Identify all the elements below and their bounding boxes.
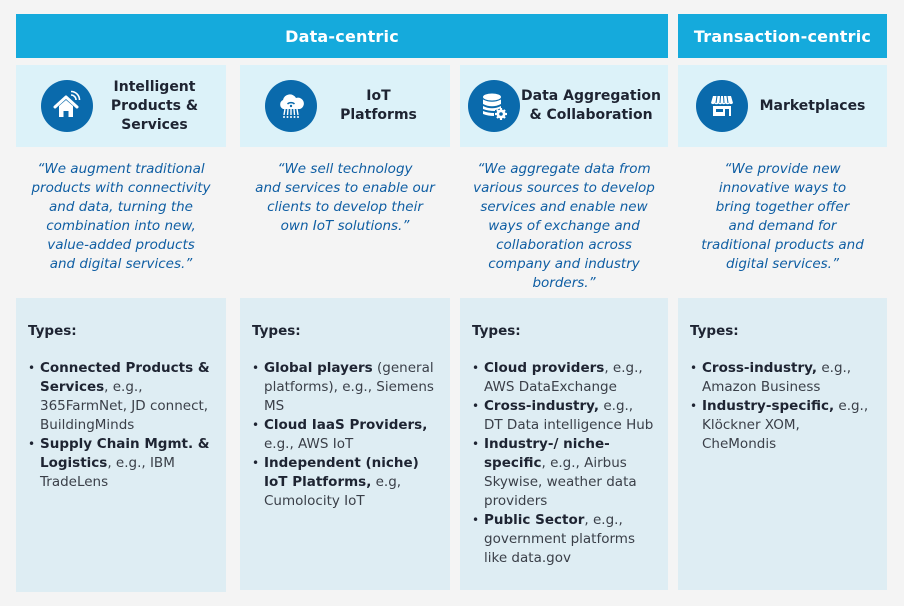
types-heading: Types: bbox=[690, 323, 739, 339]
types-heading: Types: bbox=[28, 323, 77, 339]
column-title: Marketplaces bbox=[759, 97, 866, 114]
column-quote: “We aggregate data from various sources … bbox=[473, 161, 655, 291]
list-item: Connected Products & Services, e.g., 365… bbox=[28, 359, 214, 435]
types-card: Types: Cloud providers, e.g., AWS DataEx… bbox=[460, 298, 668, 590]
header-card-iot-platforms: IoT Platforms bbox=[240, 65, 450, 147]
column-quote: “We provide new innovative ways to bring… bbox=[701, 161, 864, 272]
types-card: Types: Global players (general platforms… bbox=[240, 298, 450, 590]
types-list: Cloud providers, e.g., AWS DataExchange … bbox=[472, 359, 656, 568]
list-item: Global players (general platforms), e.g.… bbox=[252, 359, 438, 416]
list-item: Cross-industry, e.g., DT Data intelligen… bbox=[472, 397, 656, 435]
column-title: IoT Platforms bbox=[340, 88, 417, 123]
list-item: Cloud providers, e.g., AWS DataExchange bbox=[472, 359, 656, 397]
list-item: Public Sector, e.g., government platform… bbox=[472, 511, 656, 568]
list-item: Industry-/ niche-specific, e.g., Airbus … bbox=[472, 435, 656, 511]
list-item: Independent (niche) IoT Platforms, e.g, … bbox=[252, 454, 438, 511]
header-card-data-aggregation: Data Aggregation & Collaboration bbox=[460, 65, 668, 147]
database-gear-icon bbox=[468, 80, 520, 132]
column-title: Intelligent Products & Services bbox=[110, 78, 199, 133]
types-card: Types: Cross-industry, e.g., Amazon Busi… bbox=[678, 298, 887, 590]
storefront-icon bbox=[696, 80, 748, 132]
types-list: Cross-industry, e.g., Amazon Business In… bbox=[690, 359, 875, 454]
types-list: Global players (general platforms), e.g.… bbox=[252, 359, 438, 511]
list-item: Cross-industry, e.g., Amazon Business bbox=[690, 359, 875, 397]
types-heading: Types: bbox=[252, 323, 301, 339]
types-heading: Types: bbox=[472, 323, 521, 339]
list-item: Cloud IaaS Providers, e.g., AWS IoT bbox=[252, 416, 438, 454]
column-quote: “We sell technology and services to enab… bbox=[255, 161, 435, 234]
list-item: Industry-specific, e.g., Klöckner XOM, C… bbox=[690, 397, 875, 454]
column-title: Data Aggregation & Collaboration bbox=[521, 88, 661, 123]
data-centric-banner: Data-centric bbox=[16, 14, 668, 58]
column-quote: “We augment traditional products with co… bbox=[31, 161, 211, 272]
transaction-centric-banner: Transaction-centric bbox=[678, 14, 887, 58]
iot-cloud-icon bbox=[265, 80, 317, 132]
types-card: Types: Connected Products & Services, e.… bbox=[16, 298, 226, 592]
types-list: Connected Products & Services, e.g., 365… bbox=[28, 359, 214, 492]
smart-home-icon bbox=[41, 80, 93, 132]
header-card-marketplaces: Marketplaces bbox=[678, 65, 887, 147]
header-card-intelligent-products: Intelligent Products & Services bbox=[16, 65, 226, 147]
list-item: Supply Chain Mgmt. & Logistics, e.g., IB… bbox=[28, 435, 214, 492]
